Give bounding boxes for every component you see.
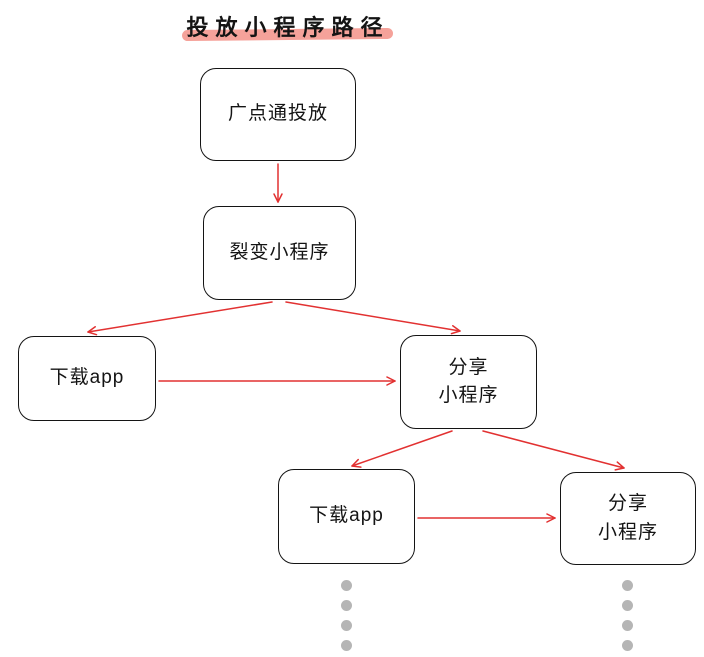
node-label: 分享 小程序: [438, 356, 499, 407]
edge-liebian-to-share-mini-1: [285, 301, 461, 335]
dot: [622, 580, 633, 591]
dot: [341, 620, 352, 631]
dot: [341, 600, 352, 611]
diagram-title: 投放小程序路径: [186, 15, 390, 40]
node-share-mini-2: 分享 小程序: [560, 472, 696, 565]
edge-share-mini-1-to-share-mini-2: [482, 430, 625, 471]
node-liebian-xiaochengxu: 裂变小程序: [203, 206, 356, 300]
node-label: 分享 小程序: [597, 493, 658, 543]
continuation-dots-left: [341, 580, 352, 651]
dot: [622, 620, 633, 631]
edge-liebian-to-download-app-1: [87, 301, 273, 336]
continuation-dots-right: [622, 580, 633, 651]
edge-share-mini-1-to-download-app-2: [351, 430, 453, 468]
node-guangdiantong-toufang: 广点通投放: [200, 68, 356, 161]
node-label: 裂变小程序: [229, 241, 330, 263]
dot: [341, 640, 352, 651]
node-label: 下载app: [49, 367, 125, 389]
node-share-mini-1: 分享 小程序: [400, 335, 537, 429]
diagram-title-wrap: 投放小程序路径: [178, 10, 398, 46]
node-download-app-2: 下载app: [278, 469, 415, 564]
dot: [341, 580, 352, 591]
dot: [622, 600, 633, 611]
dot: [622, 640, 633, 651]
node-label: 下载app: [309, 505, 384, 527]
node-label: 广点通投放: [227, 103, 328, 125]
node-download-app-1: 下载app: [18, 336, 156, 421]
